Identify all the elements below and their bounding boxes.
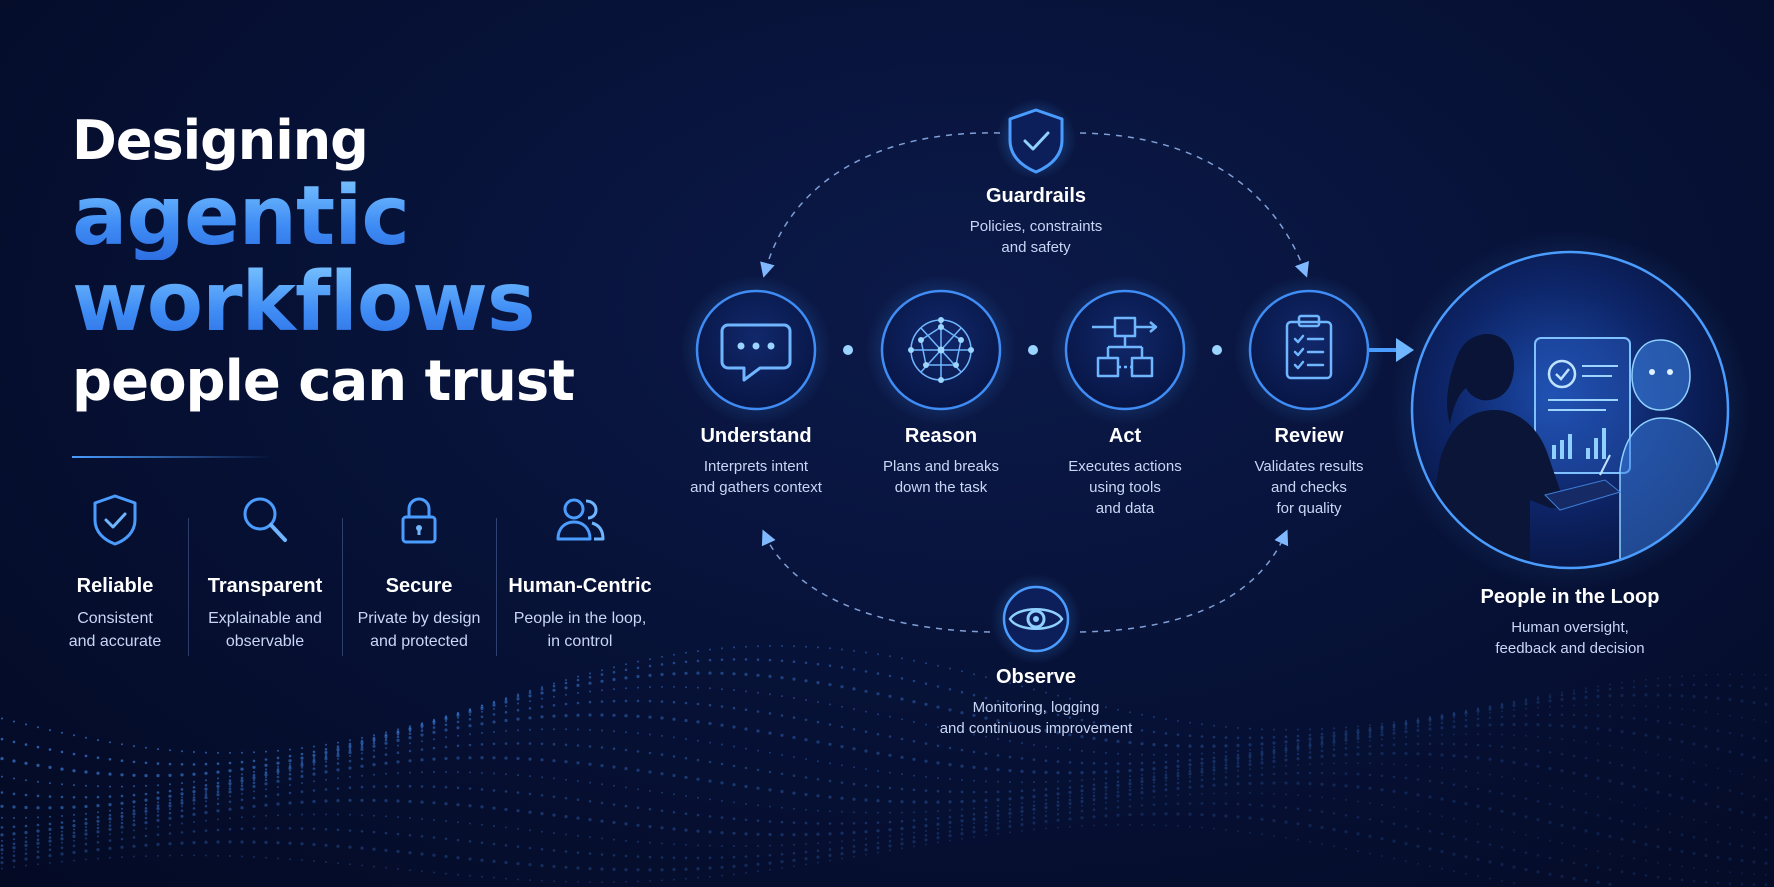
headline-line-workflows: workflows [72,260,574,346]
pillar-divider [188,518,189,656]
people-in-loop-portrait [1390,230,1750,590]
step-node-review [1234,275,1384,425]
pillar-title: Reliable [76,575,154,597]
people-in-loop-label: People in the Loop Human oversight,feedb… [1420,586,1720,659]
magnifier-icon [243,497,287,542]
pillar-title: Transparent [207,575,323,597]
orbit-arc-bottom-right [1079,529,1289,633]
headline-divider [72,456,272,458]
pillar-title: Human-Centric [508,575,652,597]
lock-icon [401,497,437,544]
step-node-reason [866,275,1016,425]
step-title: Review [1274,425,1344,447]
step-node-understand [681,275,831,425]
people-desc: Human oversight,feedback and decision [1495,619,1645,657]
pillar-human-centric: Human-Centric People in the loop,in cont… [505,490,655,653]
clipboard-checklist-icon [1285,314,1333,380]
pillar-title: Secure [385,575,453,597]
headline-line-designing: Designing [72,109,369,172]
pillar-divider [342,518,343,656]
pillar-divider [496,518,497,656]
step-title: Understand [700,425,812,447]
people-icon [556,498,605,541]
observe-eye-icon [991,574,1081,664]
step-title: Act [1108,425,1142,447]
headline: Designing agentic workflows people can t… [72,108,575,418]
guardrails-shield-icon [996,99,1076,179]
headline-line-agentic: agentic [72,174,574,260]
step-node-act [1050,275,1200,425]
people-title: People in the Loop [1480,586,1660,608]
headline-line-trust: people can trust [72,349,575,414]
orbit-arc-bottom-left [761,529,991,633]
step-title: Reason [904,425,978,447]
flowchart-icon [1092,316,1158,378]
shield-check-icon [93,494,137,546]
chat-bubble-icon [720,323,792,382]
pillar-desc: People in the loop,in control [513,610,647,650]
orbit-arc-top-left [760,132,1001,278]
guardrails-title: Guardrails [985,185,1087,207]
observe-title: Observe [995,666,1077,688]
